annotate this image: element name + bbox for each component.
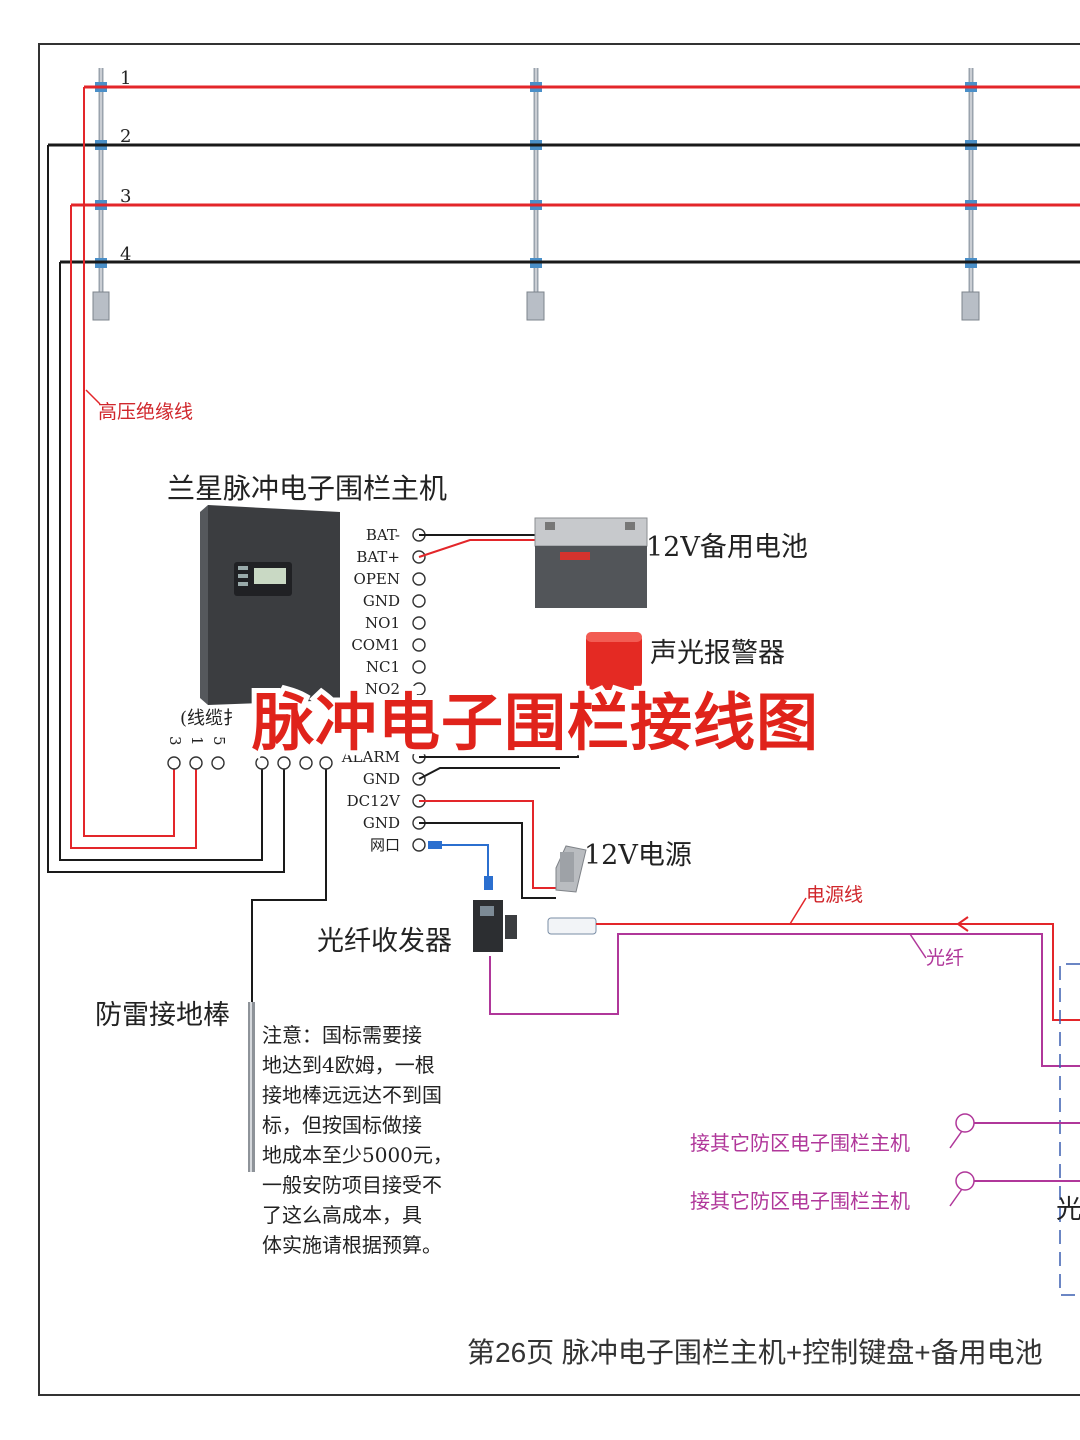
lead-wire-1 <box>83 87 175 837</box>
psu-image <box>555 845 587 893</box>
fiber-line <box>489 933 1080 1067</box>
note-line: 地成本至少5000元， <box>262 1143 453 1167</box>
fence-post-right <box>961 68 980 321</box>
battery-label: 12V备用电池 <box>646 532 808 563</box>
host-device <box>200 505 340 705</box>
remote-cabinet-label: 光 <box>1056 1195 1080 1225</box>
page-footer: 第26页 脉冲电子围栏主机+控制键盘+备用电池 <box>467 1337 1043 1368</box>
pin-label: 5 <box>210 736 228 746</box>
note-line: 地达到4欧姆，一根 <box>262 1053 435 1077</box>
lead-wire-3 <box>70 205 197 849</box>
terminal-label: GND <box>363 770 400 788</box>
terminal-label: GND <box>363 592 400 610</box>
banner-title: 脉冲电子围栏接线图 <box>252 686 819 759</box>
note-line: 接地棒远远达不到国 <box>262 1083 442 1107</box>
note-line: 一般安防项目接受不 <box>262 1173 442 1197</box>
power-strip <box>547 917 597 935</box>
psu-label: 12V电源 <box>584 840 692 871</box>
bottom-terminal-block <box>167 756 333 770</box>
page-border <box>38 43 1080 1396</box>
terminal-label: BAT+ <box>356 548 400 566</box>
note-line: 标，但按国标做接 <box>262 1113 422 1137</box>
fiber-transceiver-label: 光纤收发器 <box>317 926 452 957</box>
pin-label: 1 <box>188 736 206 746</box>
pin-label: 3 <box>166 736 184 746</box>
other-zone-link-1: 接其它防区电子围栏主机 <box>690 1131 910 1155</box>
connector-circle <box>955 1113 975 1133</box>
wire-number-4: 4 <box>120 244 131 265</box>
fiber-line-label: 光纤 <box>926 947 964 969</box>
terminal-label: ALARM <box>341 748 400 766</box>
alarm-signal-wire <box>419 745 579 758</box>
terminal-label: NO2 <box>365 680 400 698</box>
fiber-transceiver-image <box>473 900 517 952</box>
network-cable <box>430 844 489 890</box>
alarm-light-image <box>586 632 642 690</box>
lead-wire-2 <box>47 145 285 873</box>
grounding-note: 注意：国标需要接 地达到4欧姆，一根 接地棒远远达不到国 标，但按国标做接 地成… <box>262 1023 453 1257</box>
other-zone-link-2: 接其它防区电子围栏主机 <box>690 1189 910 1213</box>
wire-number-2: 2 <box>120 126 131 147</box>
terminal-label: NC1 <box>366 658 400 676</box>
power-line-label: 电源线 <box>806 884 863 906</box>
dc12v-wire <box>419 800 556 889</box>
terminal-label: BAT- <box>366 526 400 544</box>
cable-label: (线缆扌 <box>180 708 241 729</box>
terminal-label: DC12V <box>347 792 402 810</box>
fence-post-middle <box>526 68 545 321</box>
remote-cabinet-outline <box>1059 963 1080 1296</box>
terminal-label: NO1 <box>365 614 400 632</box>
note-line: 体实施请根据预算。 <box>262 1233 442 1257</box>
wire-number-1: 1 <box>120 68 131 89</box>
host-title: 兰星脉冲电子围栏主机 <box>167 472 447 505</box>
terminal-label: OPEN <box>354 570 400 588</box>
terminal-label: 网口 <box>370 836 400 854</box>
lead-wire-4 <box>59 262 263 861</box>
alarm-ground-wire <box>418 767 560 780</box>
psu-ground-wire <box>419 822 556 899</box>
note-line: 注意：国标需要接 <box>262 1023 422 1047</box>
note-line: 了这么高成本，具 <box>262 1203 422 1227</box>
connector-circle <box>955 1171 975 1191</box>
alarm-label: 声光报警器 <box>650 638 785 669</box>
ground-rod-image <box>248 1002 255 1172</box>
ground-lead <box>251 766 327 1170</box>
terminal-label: GND <box>363 814 400 832</box>
terminal-label: COM1 <box>351 636 400 654</box>
insulated-wire-label: 高压绝缘线 <box>98 401 193 423</box>
power-line <box>596 923 1080 1021</box>
wire-number-3: 3 <box>120 186 131 207</box>
battery-image <box>534 517 648 608</box>
ground-rod-label: 防雷接地棒 <box>95 1000 230 1031</box>
fence-post-left <box>92 68 110 321</box>
